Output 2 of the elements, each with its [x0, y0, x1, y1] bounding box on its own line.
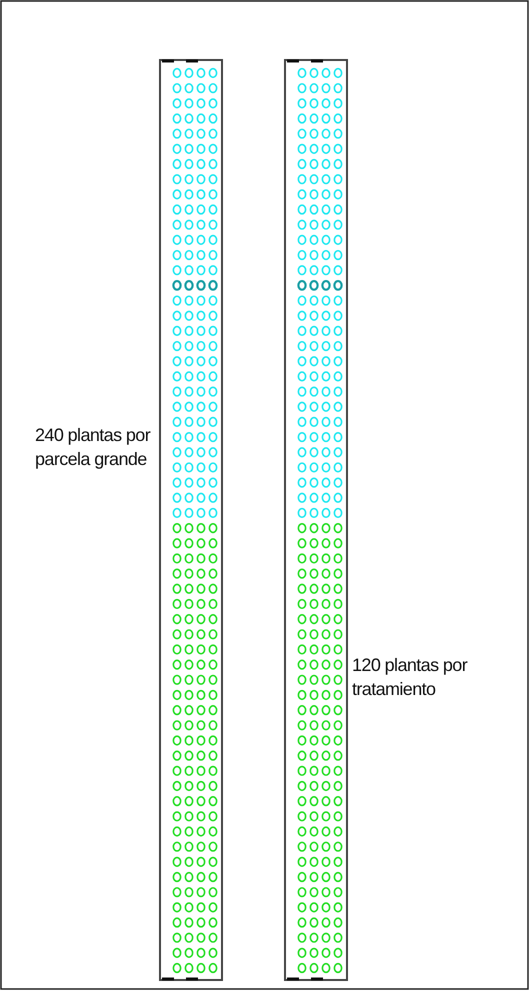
plot-size-note: 240 plantas por parcela grande — [35, 424, 152, 471]
treatment-size-note: 120 plantas por tratamiento — [352, 654, 468, 701]
